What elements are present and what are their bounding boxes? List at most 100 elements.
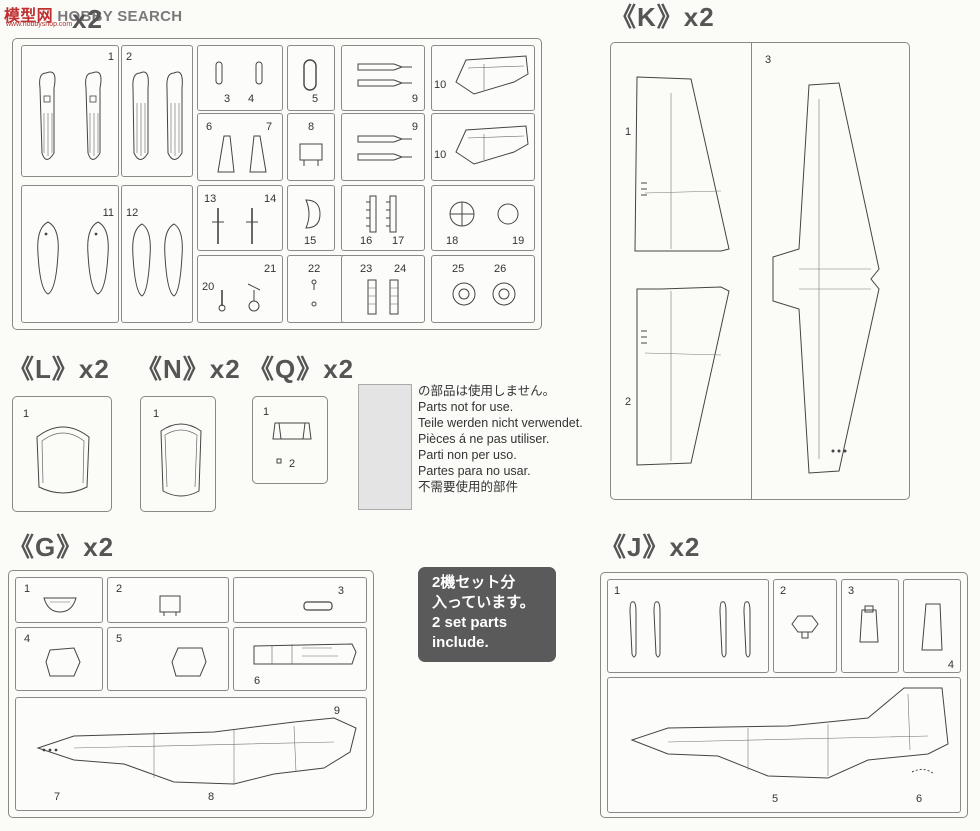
part-windscreen (272, 422, 312, 464)
part-number: 1 (153, 408, 160, 420)
part-number: 19 (512, 235, 525, 247)
sprue-k-frame: 1 2 3 (610, 42, 910, 500)
part-number: 2 (289, 458, 296, 470)
part-cell: 11 (21, 185, 119, 323)
part-cell: 8 (287, 113, 335, 181)
part-number: 10 (434, 79, 447, 91)
part-cell: 1 (607, 579, 769, 673)
part-wing-lower (772, 82, 880, 474)
part-number: 1 (263, 406, 270, 418)
part-number: 22 (308, 263, 321, 275)
part-drop-tank-halves (39, 71, 102, 160)
part-bulkhead (159, 595, 181, 616)
divider (751, 43, 752, 499)
part-cell: 12 (121, 185, 193, 323)
part-wheels (452, 282, 516, 306)
part-small-pins (215, 61, 263, 85)
part-number: 4 (24, 633, 31, 645)
part-number: 12 (126, 207, 139, 219)
part-number: 5 (312, 93, 319, 105)
part-cell: 4 (903, 579, 961, 673)
part-cell: 10 (431, 45, 535, 111)
sprue-g-frame: 1 2 3 4 5 6 9 (8, 570, 374, 818)
part-number: 2 (126, 51, 133, 63)
part-cell: 25 26 (431, 255, 535, 323)
part-number: 15 (304, 235, 317, 247)
part-number: 5 (116, 633, 123, 645)
part-number: 6 (916, 793, 923, 805)
part-number: 17 (392, 235, 405, 247)
part-number: 6 (206, 121, 213, 133)
part-wing-upper-halves (634, 76, 730, 466)
part-number: 1 (24, 583, 31, 595)
part-cell: 10 (431, 113, 535, 181)
sprue-o-frame: 1 2 3 4 5 9 (12, 38, 542, 330)
part-number: 24 (394, 263, 407, 275)
part-number: 3 (224, 93, 231, 105)
part-seat-back (921, 603, 943, 651)
part-cell: 20 21 (197, 255, 283, 323)
note-de: Teile werden nicht verwendet. (418, 416, 583, 430)
note-zh: 不需要使用的部件 (418, 480, 519, 494)
part-cell: 2 (773, 579, 837, 673)
badge-line: include. (432, 634, 489, 651)
part-number: 5 (772, 793, 779, 805)
part-cell: 2 (107, 577, 229, 623)
part-cell: 9 (341, 45, 425, 111)
part-fuselage-half (630, 687, 949, 779)
part-rockets (357, 135, 412, 161)
part-number: 3 (848, 585, 855, 597)
part-number: 6 (254, 675, 261, 687)
part-number: 1 (625, 126, 632, 138)
part-propeller-blades (629, 601, 751, 658)
part-seat (299, 143, 323, 166)
part-floor-panel (171, 647, 207, 677)
part-number: 7 (266, 121, 273, 133)
part-cell: 1 (21, 45, 119, 177)
sprue-o-title: x2 (72, 4, 103, 34)
sprue-k-title: 《K》x2 (610, 2, 715, 32)
part-engine-block (859, 605, 879, 643)
part-cell: 9 (341, 113, 425, 181)
part-cell: 22 (287, 255, 347, 323)
note-es: Partes para no usar. (418, 464, 531, 478)
part-canopy (160, 423, 202, 497)
note-en: Parts not for use. (418, 400, 514, 414)
part-cell: 15 (287, 185, 335, 251)
part-number: 8 (308, 121, 315, 133)
part-cockpit-floor (253, 643, 357, 665)
part-cell: 18 19 (431, 185, 535, 251)
part-gear-doors (217, 135, 267, 173)
part-cell: 6 (233, 627, 367, 691)
part-number: 13 (204, 193, 217, 205)
sprue-n-frame: 1 (140, 396, 216, 512)
part-cell: 3 (841, 579, 899, 673)
part-number: 20 (202, 281, 215, 293)
part-number: 16 (360, 235, 373, 247)
watermark-url: www.hobbyshop.com (6, 21, 73, 28)
part-drop-tank-halves (132, 71, 183, 160)
watermark-cn: 模型网 (4, 8, 53, 25)
part-floor-panel (45, 647, 81, 677)
part-cell: 4 (15, 627, 103, 691)
part-number: 2 (625, 396, 632, 408)
part-number: 23 (360, 263, 373, 275)
part-number: 18 (446, 235, 459, 247)
note-ja: の部品は使用しません。 (418, 384, 556, 398)
part-instrument-panel (43, 597, 77, 613)
part-tail-plane (455, 55, 529, 95)
part-fuselage-half (36, 717, 357, 785)
watermark-brand: HOBBY SEARCH (57, 8, 183, 25)
sprue-q-frame: 1 2 (252, 396, 328, 484)
sprue-j-title: 《J》x2 (600, 532, 701, 562)
badge-line: 入っています。 (432, 594, 535, 611)
part-canopy (36, 426, 90, 494)
part-number: 3 (337, 585, 344, 597)
part-number: 1 (23, 408, 30, 420)
part-number: 4 (248, 93, 255, 105)
part-cell: 5 (287, 45, 335, 111)
badge-line: 2機セット分 (432, 574, 516, 591)
part-number: 14 (264, 193, 277, 205)
part-cell: 23 24 (341, 255, 425, 323)
part-cell: 6 7 (197, 113, 283, 181)
